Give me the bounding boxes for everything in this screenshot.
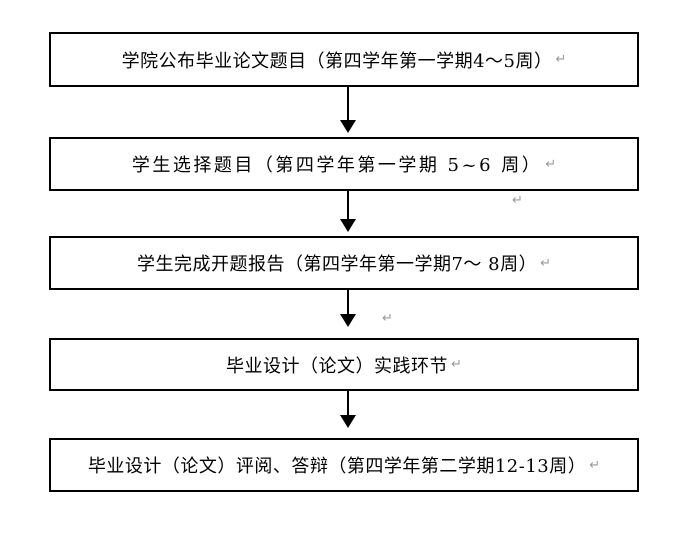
arrow-line: [347, 191, 349, 219]
arrow-line: [347, 290, 349, 314]
paragraph-return-icon: ↵: [382, 311, 393, 326]
paragraph-return-icon: ↵: [555, 52, 567, 67]
flow-step-practice-phase: 毕业设计（论文）实践环节↵: [49, 338, 639, 391]
flow-step-label: 学生选择题目（第四学年第一学期 5~6 周）: [131, 155, 543, 176]
arrow-line: [347, 391, 349, 415]
arrow-head-icon: [340, 120, 356, 133]
flow-step-label: 学院公布毕业论文题目（第四学年第一学期4～5周）: [121, 50, 553, 72]
paragraph-return-icon: ↵: [540, 255, 552, 271]
arrow-head-icon: [340, 314, 356, 327]
flow-step-review-defense: 毕业设计（论文）评阅、答辩（第四学年第二学期12-13周）↵: [49, 438, 639, 492]
flow-step-label: 毕业设计（论文）实践环节: [226, 355, 449, 377]
flow-step-label: 毕业设计（论文）评阅、答辩（第四学年第二学期12-13周）: [87, 456, 587, 477]
paragraph-return-icon: ↵: [545, 156, 557, 172]
flow-step-choose-topic: 学生选择题目（第四学年第一学期 5~6 周）↵: [49, 137, 639, 191]
arrow-head-icon: [340, 415, 356, 428]
flow-step-announce-topics: 学院公布毕业论文题目（第四学年第一学期4～5周）↵: [49, 32, 639, 87]
flow-step-label: 学生完成开题报告（第四学年第一学期7～ 8周）: [136, 254, 538, 275]
flow-arrow-down-3: [340, 290, 356, 327]
flow-arrow-down-2: [340, 191, 356, 232]
flow-arrow-down-4: [340, 391, 356, 428]
arrow-line: [347, 87, 349, 120]
arrow-head-icon: [340, 219, 356, 232]
paragraph-return-icon: ↵: [512, 193, 523, 208]
flow-step-proposal-report: 学生完成开题报告（第四学年第一学期7～ 8周）↵: [49, 236, 639, 290]
paragraph-return-icon: ↵: [451, 357, 462, 372]
flow-arrow-down-1: [340, 87, 356, 133]
paragraph-return-icon: ↵: [589, 457, 601, 473]
